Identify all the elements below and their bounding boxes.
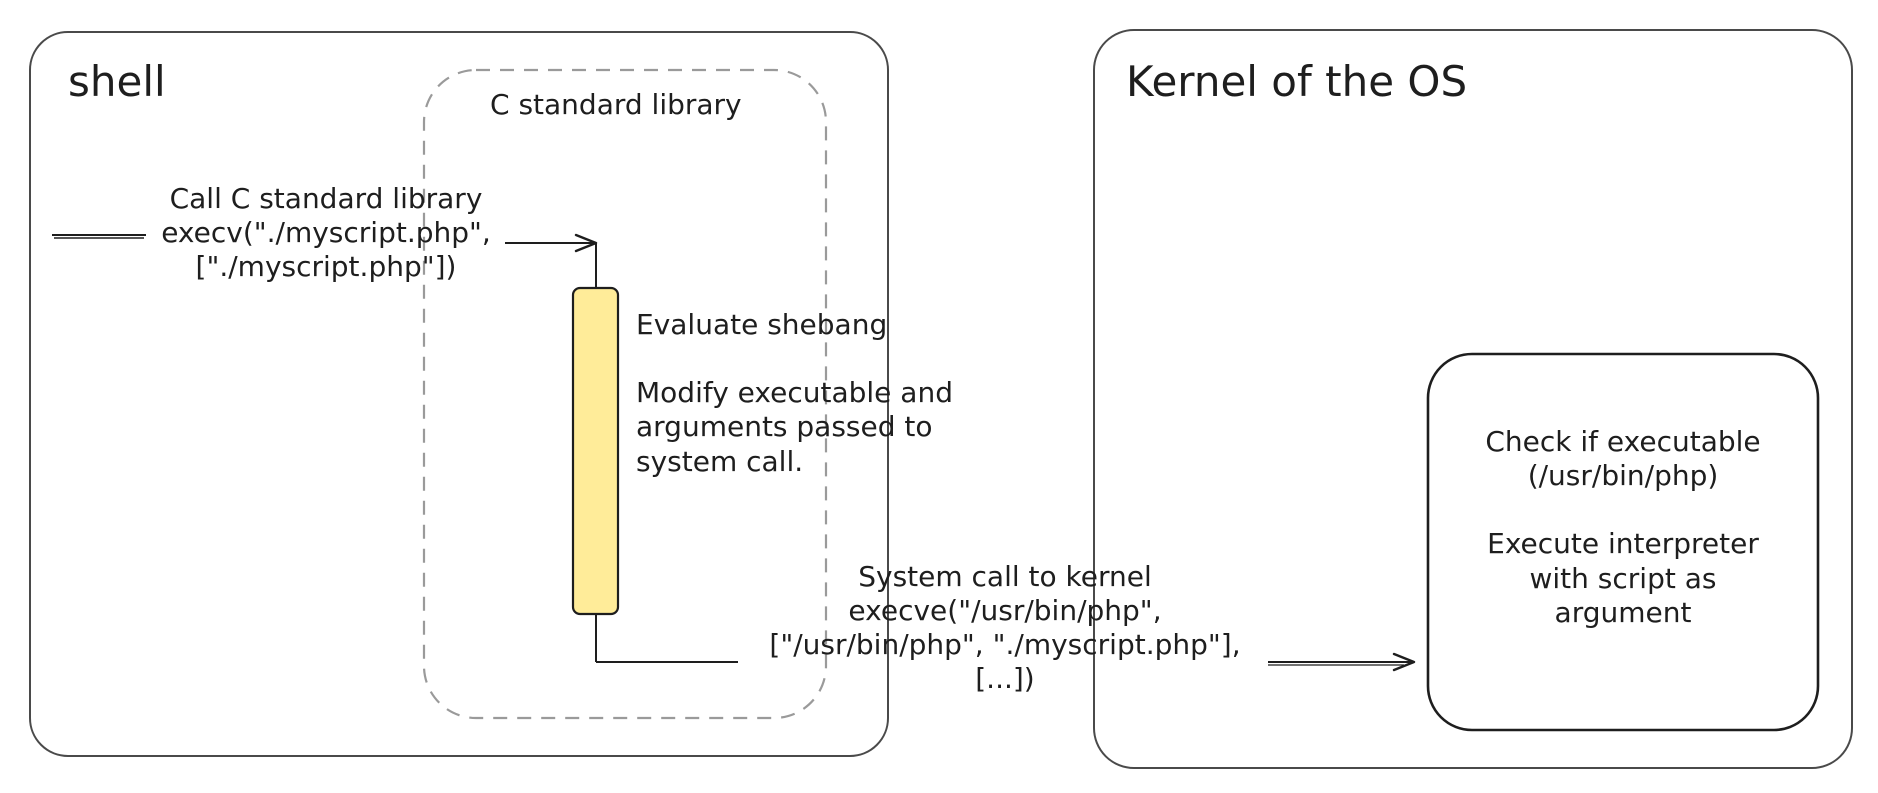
kernel-container	[1093, 29, 1853, 769]
call-library-label: Call C standard library execv("./myscrip…	[161, 182, 491, 284]
shell-title: shell	[68, 57, 166, 106]
shell-container	[29, 31, 889, 757]
kernel-process-box	[1426, 352, 1820, 732]
c-library-title: C standard library	[490, 88, 742, 121]
activation-notes: Evaluate shebang Modify executable and a…	[636, 308, 953, 478]
activation-bar	[571, 286, 620, 616]
c-library-container	[422, 68, 828, 720]
kernel-process-text: Check if executable (/usr/bin/php) Execu…	[1485, 425, 1761, 629]
system-call-label: System call to kernel execve("/usr/bin/p…	[769, 560, 1241, 696]
kernel-title: Kernel of the OS	[1126, 57, 1468, 106]
